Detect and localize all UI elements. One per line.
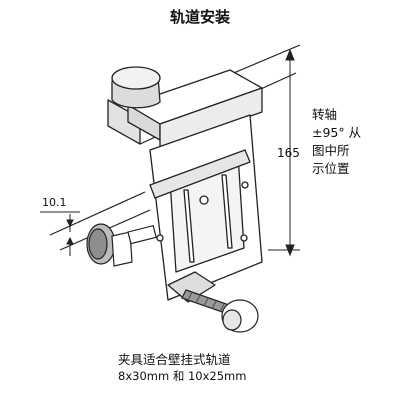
rotation-note-line: ±95° 从: [312, 125, 362, 140]
top-knob: [111, 66, 161, 109]
top-knob-face: [111, 66, 161, 90]
height-dimension: [268, 48, 300, 257]
screw-hole-left: [156, 234, 164, 242]
caption-line: 8x30mm 和 10x25mm: [118, 369, 247, 383]
side-knob-stem: [127, 224, 157, 245]
offset-arrow-bottom: [66, 236, 74, 245]
offset-dimension: [40, 211, 80, 256]
height-arrow-top: [285, 48, 295, 61]
rotation-note-line: 转轴: [312, 107, 338, 122]
rotation-note-line: 示位置: [312, 161, 350, 176]
side-knob-shaft: [111, 231, 133, 267]
offset-arrow-top: [66, 219, 74, 228]
screw-hole-top: [199, 195, 209, 205]
bottom-knob-face: [222, 309, 242, 331]
clamp-slot-left: [183, 189, 195, 263]
clamp-body: [107, 69, 263, 303]
clamp-slot-right: [221, 174, 233, 249]
side-knob: [86, 223, 157, 267]
screw-hole-right: [241, 181, 249, 189]
caption: 夹具适合壁挂式轨道 8x30mm 和 10x25mm: [118, 352, 338, 384]
caption-line: 夹具适合壁挂式轨道: [118, 352, 231, 367]
rotation-note-line: 图中所: [312, 143, 350, 158]
rail-guide-line-lower: [49, 191, 146, 236]
screw-hole-bottom: [240, 234, 248, 242]
rotation-note: 转轴 ±95° 从 图中所 示位置: [312, 106, 392, 178]
clamp-hinge-block: [159, 87, 263, 149]
rail-jaw: [149, 149, 251, 199]
height-dimension-label: 165: [277, 146, 300, 160]
diagram-title: 轨道安装: [169, 8, 230, 26]
bottom-screw: [181, 289, 259, 333]
side-knob-face: [88, 228, 108, 260]
offset-dimension-label: 10.1: [42, 196, 67, 209]
clamp-foot: [167, 271, 216, 303]
